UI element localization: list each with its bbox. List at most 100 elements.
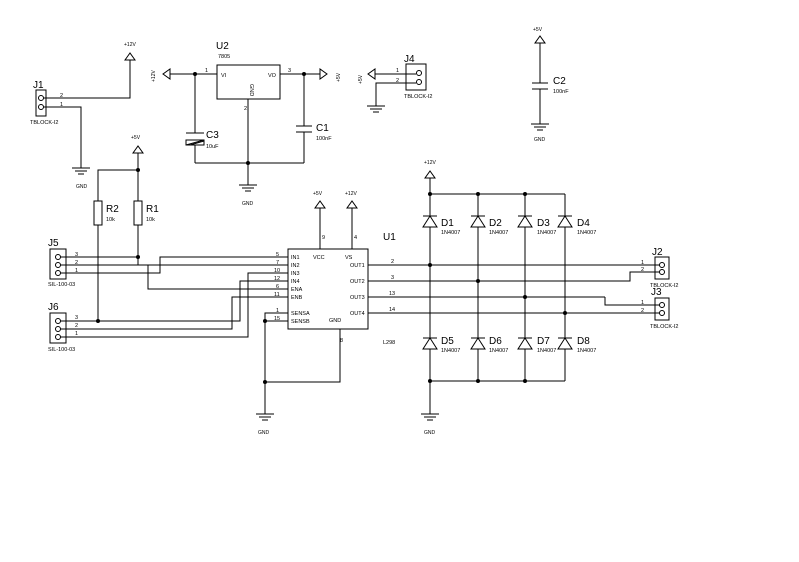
connector-j4: J4 TBLOCK-I2 1 2 bbox=[396, 54, 432, 100]
diode-d8: D8 1N4007 bbox=[557, 336, 596, 381]
u1-in1-pin: 5 bbox=[276, 252, 279, 258]
u1-12v-label: +12V bbox=[345, 191, 357, 197]
junction bbox=[96, 319, 100, 323]
power-12v-j1: +12V bbox=[124, 42, 136, 61]
diode-d7: D7 1N4007 bbox=[517, 336, 556, 381]
j1-value: TBLOCK-I2 bbox=[30, 120, 58, 126]
power-12v-u2: +12V bbox=[151, 68, 171, 82]
u1-in2-pin: 7 bbox=[276, 260, 279, 266]
capacitor-c3: C3 10uF bbox=[185, 74, 219, 163]
u1-in4-label: IN4 bbox=[291, 279, 300, 285]
resistor-r1: R1 10k bbox=[133, 200, 159, 226]
u2-vi-label: VI bbox=[221, 73, 227, 79]
diode-d1: D1 1N4007 bbox=[422, 194, 460, 338]
u1-gnd-pin: 8 bbox=[340, 338, 343, 344]
j3-value: TBLOCK-I2 bbox=[650, 324, 678, 330]
junction bbox=[428, 263, 432, 267]
power-12v-diodes: +12V bbox=[424, 160, 436, 179]
power-5v-u2: +5V bbox=[319, 68, 342, 82]
d8-ref: D8 bbox=[577, 336, 590, 347]
j2-pin2: 2 bbox=[641, 267, 644, 273]
r2-ref: R2 bbox=[106, 204, 119, 215]
ground-j4 bbox=[367, 105, 385, 113]
u1-in4-pin: 12 bbox=[274, 276, 280, 282]
d2-value: 1N4007 bbox=[489, 230, 508, 236]
j3-ref: J3 bbox=[651, 287, 662, 298]
j5-pin1: 1 bbox=[75, 268, 78, 274]
u1-vcc-label: VCC bbox=[313, 255, 325, 261]
driver-u1: U1 L298 VCC VS 9 4 GND 8 IN1 IN2 IN3 IN4… bbox=[274, 232, 396, 346]
j5-value: SIL-100-03 bbox=[48, 282, 75, 288]
u1-ena-pin: 6 bbox=[276, 284, 279, 290]
j5-pin3: 3 bbox=[75, 252, 78, 258]
u1-gnd-label: GND bbox=[329, 318, 341, 324]
resistor-r2: R2 10k bbox=[93, 200, 119, 226]
junction bbox=[263, 319, 267, 323]
u1-in1-label: IN1 bbox=[291, 255, 300, 261]
diodes-12v-label: +12V bbox=[424, 160, 436, 166]
u2-5v-label: +5V bbox=[336, 72, 342, 82]
c1-ref: C1 bbox=[316, 123, 329, 134]
u1-out4-label: OUT4 bbox=[350, 311, 365, 317]
u1-out2-label: OUT2 bbox=[350, 279, 365, 285]
power-5v-u1: +5V bbox=[313, 191, 326, 209]
u2-value: 7805 bbox=[218, 54, 230, 60]
u1-sensb-pin: 15 bbox=[274, 316, 280, 322]
u1-out1-pin: 2 bbox=[391, 259, 394, 265]
connector-j1: J1 TBLOCK-I2 2 1 bbox=[30, 80, 63, 126]
d8-value: 1N4007 bbox=[577, 348, 596, 354]
j5-pin2: 2 bbox=[75, 260, 78, 266]
u1-ref: U1 bbox=[383, 232, 396, 243]
d3-value: 1N4007 bbox=[537, 230, 556, 236]
d1-value: 1N4007 bbox=[441, 230, 460, 236]
j3-pin2: 2 bbox=[641, 308, 644, 314]
d6-ref: D6 bbox=[489, 336, 502, 347]
j4-value: TBLOCK-I2 bbox=[404, 94, 432, 100]
j1-pin2: 2 bbox=[60, 93, 63, 99]
ground-u2: GND bbox=[239, 184, 257, 207]
power-5v-j4: +5V bbox=[358, 68, 376, 84]
d7-ref: D7 bbox=[537, 336, 550, 347]
j1-ref: J1 bbox=[33, 80, 44, 91]
diodes-gnd-label: GND bbox=[424, 430, 436, 436]
connector-j2: J2 TBLOCK-I2 1 2 bbox=[641, 247, 678, 289]
u2-vo-label: VO bbox=[268, 73, 277, 79]
j4-pin2: 2 bbox=[396, 78, 399, 84]
u1-out4-pin: 14 bbox=[389, 307, 395, 313]
j6-pin2: 2 bbox=[75, 323, 78, 329]
u2-pin3: 3 bbox=[288, 68, 291, 74]
ground-diodes: GND bbox=[421, 413, 439, 436]
u2-pin2: 2 bbox=[244, 106, 247, 112]
d4-value: 1N4007 bbox=[577, 230, 596, 236]
c2-value: 100nF bbox=[553, 89, 569, 95]
u1-5v-label: +5V bbox=[313, 191, 323, 197]
d6-value: 1N4007 bbox=[489, 348, 508, 354]
u1-gnd-sym-label: GND bbox=[258, 430, 270, 436]
j4-pin1: 1 bbox=[396, 68, 399, 74]
d5-ref: D5 bbox=[441, 336, 454, 347]
j1-gnd-label: GND bbox=[76, 184, 88, 190]
d4-ref: D4 bbox=[577, 218, 590, 229]
u2-gnd-sym-label: GND bbox=[242, 201, 254, 207]
junction bbox=[563, 311, 567, 315]
r1-ref: R1 bbox=[146, 204, 159, 215]
d1-ref: D1 bbox=[441, 218, 454, 229]
capacitor-c1: C1 100nF bbox=[296, 74, 332, 163]
ground-j1: GND bbox=[72, 167, 90, 190]
capacitor-c2: +5V C2 100nF GND bbox=[531, 27, 569, 143]
u1-out3-pin: 13 bbox=[389, 291, 395, 297]
j6-pin1: 1 bbox=[75, 331, 78, 337]
d3-ref: D3 bbox=[537, 218, 550, 229]
u1-sensb-label: SENSB bbox=[291, 319, 310, 325]
u2-pin1: 1 bbox=[205, 68, 208, 74]
u1-sensa-label: SENSA bbox=[291, 311, 310, 317]
j6-ref: J6 bbox=[48, 302, 59, 313]
junction bbox=[246, 161, 250, 165]
j2-value: TBLOCK-I2 bbox=[650, 283, 678, 289]
junction bbox=[523, 379, 527, 383]
u1-sensa-pin: 1 bbox=[276, 308, 279, 314]
junction bbox=[428, 379, 432, 383]
j6-pin3: 3 bbox=[75, 315, 78, 321]
c2-gnd-label: GND bbox=[534, 137, 546, 143]
